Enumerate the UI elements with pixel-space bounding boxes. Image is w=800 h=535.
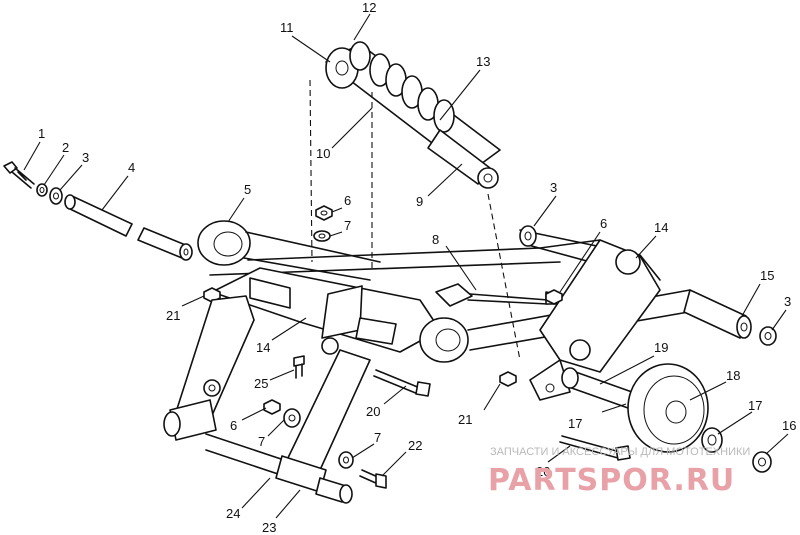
shaft-15 <box>683 289 752 339</box>
callout-10: 10 <box>316 146 330 161</box>
callout-21-right: 21 <box>458 412 472 427</box>
callout-7: 7 <box>344 218 351 233</box>
callout-25: 25 <box>254 376 268 391</box>
washer-3-left <box>49 187 63 205</box>
watermark-logo: PARTSPOR.RU <box>488 463 735 498</box>
bolt-20-left <box>373 369 431 397</box>
eye-bolt-8 <box>435 283 557 307</box>
callout-15: 15 <box>760 268 774 283</box>
callout-1: 1 <box>38 126 45 141</box>
callout-21-left: 21 <box>166 308 180 323</box>
nut-21-right <box>499 371 517 387</box>
callout-3-right: 3 <box>784 294 791 309</box>
callout-numbers: 1 2 3 4 5 6 7 8 9 10 11 12 13 3 6 14 15 … <box>38 0 796 535</box>
bolt-1 <box>3 161 35 189</box>
callout-9: 9 <box>416 194 423 209</box>
washer-2 <box>36 183 48 197</box>
callout-19: 19 <box>654 340 668 355</box>
frame-bracket <box>211 267 469 363</box>
shock-absorber <box>325 41 501 189</box>
sleeve-4 <box>64 194 193 261</box>
watermark-caption: ЗАПЧАСТИ И АКСЕССУАРЫ ДЛЯ МОТОТЕХНИКИ <box>490 446 750 458</box>
callout-17-right: 17 <box>748 398 762 413</box>
bolt-25 <box>293 355 305 379</box>
callout-20-right: 20 <box>536 464 550 479</box>
callout-14-lower: 14 <box>256 340 270 355</box>
callout-13: 13 <box>476 54 490 69</box>
alignment-line <box>487 193 521 361</box>
callout-16: 16 <box>782 418 796 433</box>
leader-lines <box>23 13 789 519</box>
wheel-18 <box>627 363 709 453</box>
washer-16 <box>752 451 772 473</box>
callout-3-upper: 3 <box>550 180 557 195</box>
rear-arm-14 <box>529 239 661 401</box>
swing-arm-24 <box>163 295 255 441</box>
spacer-17 <box>701 427 723 453</box>
nut-6-right <box>545 289 563 305</box>
nut-6-lower <box>263 399 281 415</box>
washer-3-upper <box>519 225 537 247</box>
pivot-tube-5 <box>197 220 381 281</box>
callout-6-lower: 6 <box>230 418 237 433</box>
callout-11: 11 <box>280 20 294 35</box>
bolt-22 <box>359 469 387 489</box>
callout-2: 2 <box>62 140 69 155</box>
callout-20-left: 20 <box>366 404 380 419</box>
callout-14-upper: 14 <box>654 220 668 235</box>
callout-24: 24 <box>226 506 240 521</box>
washer-7-upper <box>313 230 331 242</box>
washer-3-right <box>759 326 777 346</box>
callout-17-left: 17 <box>568 416 582 431</box>
callout-6: 6 <box>344 193 351 208</box>
callout-12: 12 <box>362 0 376 15</box>
nut-6-upper <box>315 205 333 221</box>
callout-4: 4 <box>128 160 135 175</box>
callout-23: 23 <box>262 520 276 535</box>
washer-7-bottom <box>338 451 354 469</box>
bolt-20-right <box>559 435 631 461</box>
washer-7-lower <box>283 408 301 428</box>
callout-5: 5 <box>244 182 251 197</box>
watermark: ЗАПЧАСТИ И АКСЕССУАРЫ ДЛЯ МОТОТЕХНИКИ PA… <box>488 446 750 498</box>
callout-8: 8 <box>432 232 439 247</box>
callout-7-lower: 7 <box>258 434 265 449</box>
callout-3: 3 <box>82 150 89 165</box>
swing-arm-23 <box>205 349 371 504</box>
callout-22: 22 <box>408 438 422 453</box>
callout-6-right: 6 <box>600 216 607 231</box>
alignment-line <box>309 79 313 263</box>
callout-18: 18 <box>726 368 740 383</box>
nut-21-left <box>203 287 221 303</box>
callout-7-bottom: 7 <box>374 430 381 445</box>
axle-19 <box>561 367 633 409</box>
